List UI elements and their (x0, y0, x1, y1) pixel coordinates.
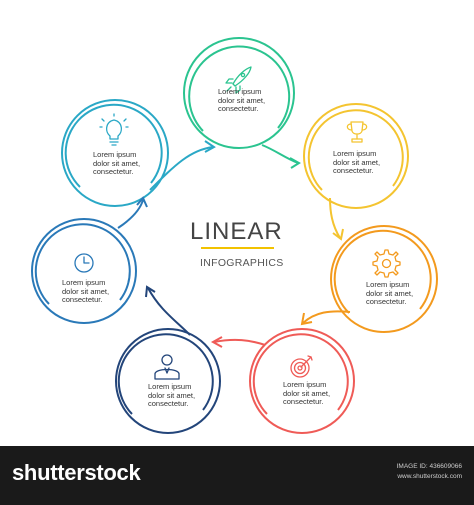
node-ring-user (115, 328, 221, 434)
center-divider (201, 247, 274, 249)
node-text-clock: Lorem ipsum dolor sit amet, consectetur. (62, 278, 142, 305)
node-text-line: dolor sit amet, (218, 95, 266, 105)
node-text-line: dolor sit amet, (333, 157, 381, 167)
node-text-line: Lorem ipsum (218, 87, 262, 96)
node-text-target: Lorem ipsum dolor sit amet, consectetur. (283, 380, 363, 407)
node-text-line: consectetur. (333, 166, 374, 176)
node-text-line: Lorem ipsum (333, 149, 377, 158)
node-text-gear: Lorem ipsum dolor sit amet, consectetur. (366, 280, 446, 307)
node-text-line: consectetur. (218, 104, 259, 114)
node-text-line: consectetur. (366, 297, 407, 307)
node-text-line: dolor sit amet, (366, 288, 414, 298)
gear-icon (372, 249, 401, 278)
footer-bar: shutterstock IMAGE ID: 436609066 www.shu… (0, 446, 474, 505)
node-text-line: dolor sit amet, (62, 286, 110, 296)
target-icon (290, 355, 313, 378)
node-ring-bulb (61, 99, 169, 207)
image-id-label: IMAGE ID: 436609066 (396, 463, 462, 470)
node-text-line: consectetur. (148, 399, 189, 409)
site-url: www.shutterstock.com (397, 473, 462, 480)
node-text-line: Lorem ipsum (62, 278, 106, 287)
node-text-line: dolor sit amet, (93, 158, 141, 168)
node-text-trophy: Lorem ipsum dolor sit amet, consectetur. (333, 149, 413, 176)
trophy-icon (346, 121, 368, 143)
node-text-line: Lorem ipsum (283, 380, 327, 389)
connector-gear-target (300, 310, 351, 326)
cycle-diagram (31, 37, 438, 434)
connector-user-clock (145, 285, 191, 336)
node-ring-gear (330, 225, 438, 333)
node-ring-rocket (183, 37, 295, 149)
lightbulb-icon (99, 113, 129, 146)
node-ring-trophy (303, 103, 409, 209)
node-text-line: Lorem ipsum (366, 280, 410, 289)
rocket-icon (225, 66, 252, 94)
node-text-line: consectetur. (283, 397, 324, 407)
node-text-rocket: Lorem ipsum dolor sit amet, consectetur. (218, 87, 298, 114)
node-ring-clock (31, 218, 137, 324)
node-text-line: dolor sit amet, (148, 390, 196, 400)
node-text-line: consectetur. (62, 295, 103, 305)
node-text-line: dolor sit amet, (283, 388, 331, 398)
node-ring-target (249, 328, 355, 434)
shutterstock-logo: shutterstock (12, 460, 141, 485)
node-text-line: consectetur. (93, 167, 134, 177)
clock-icon (74, 253, 94, 273)
center-title: LINEAR (190, 218, 283, 245)
connector-clock-bulb (117, 196, 148, 229)
connector-bulb-rocket (149, 140, 216, 191)
node-text-bulb: Lorem ipsum dolor sit amet, consectetur. (93, 150, 173, 177)
node-text-line: Lorem ipsum (93, 150, 137, 159)
connector-target-user (210, 336, 266, 348)
node-text-line: Lorem ipsum (148, 382, 192, 391)
connector-trophy-gear (329, 197, 344, 241)
connector-rocket-trophy (261, 144, 301, 169)
user-icon (154, 354, 180, 380)
node-text-user: Lorem ipsum dolor sit amet, consectetur. (148, 382, 228, 409)
center-subtitle: INFOGRAPHICS (200, 257, 284, 269)
